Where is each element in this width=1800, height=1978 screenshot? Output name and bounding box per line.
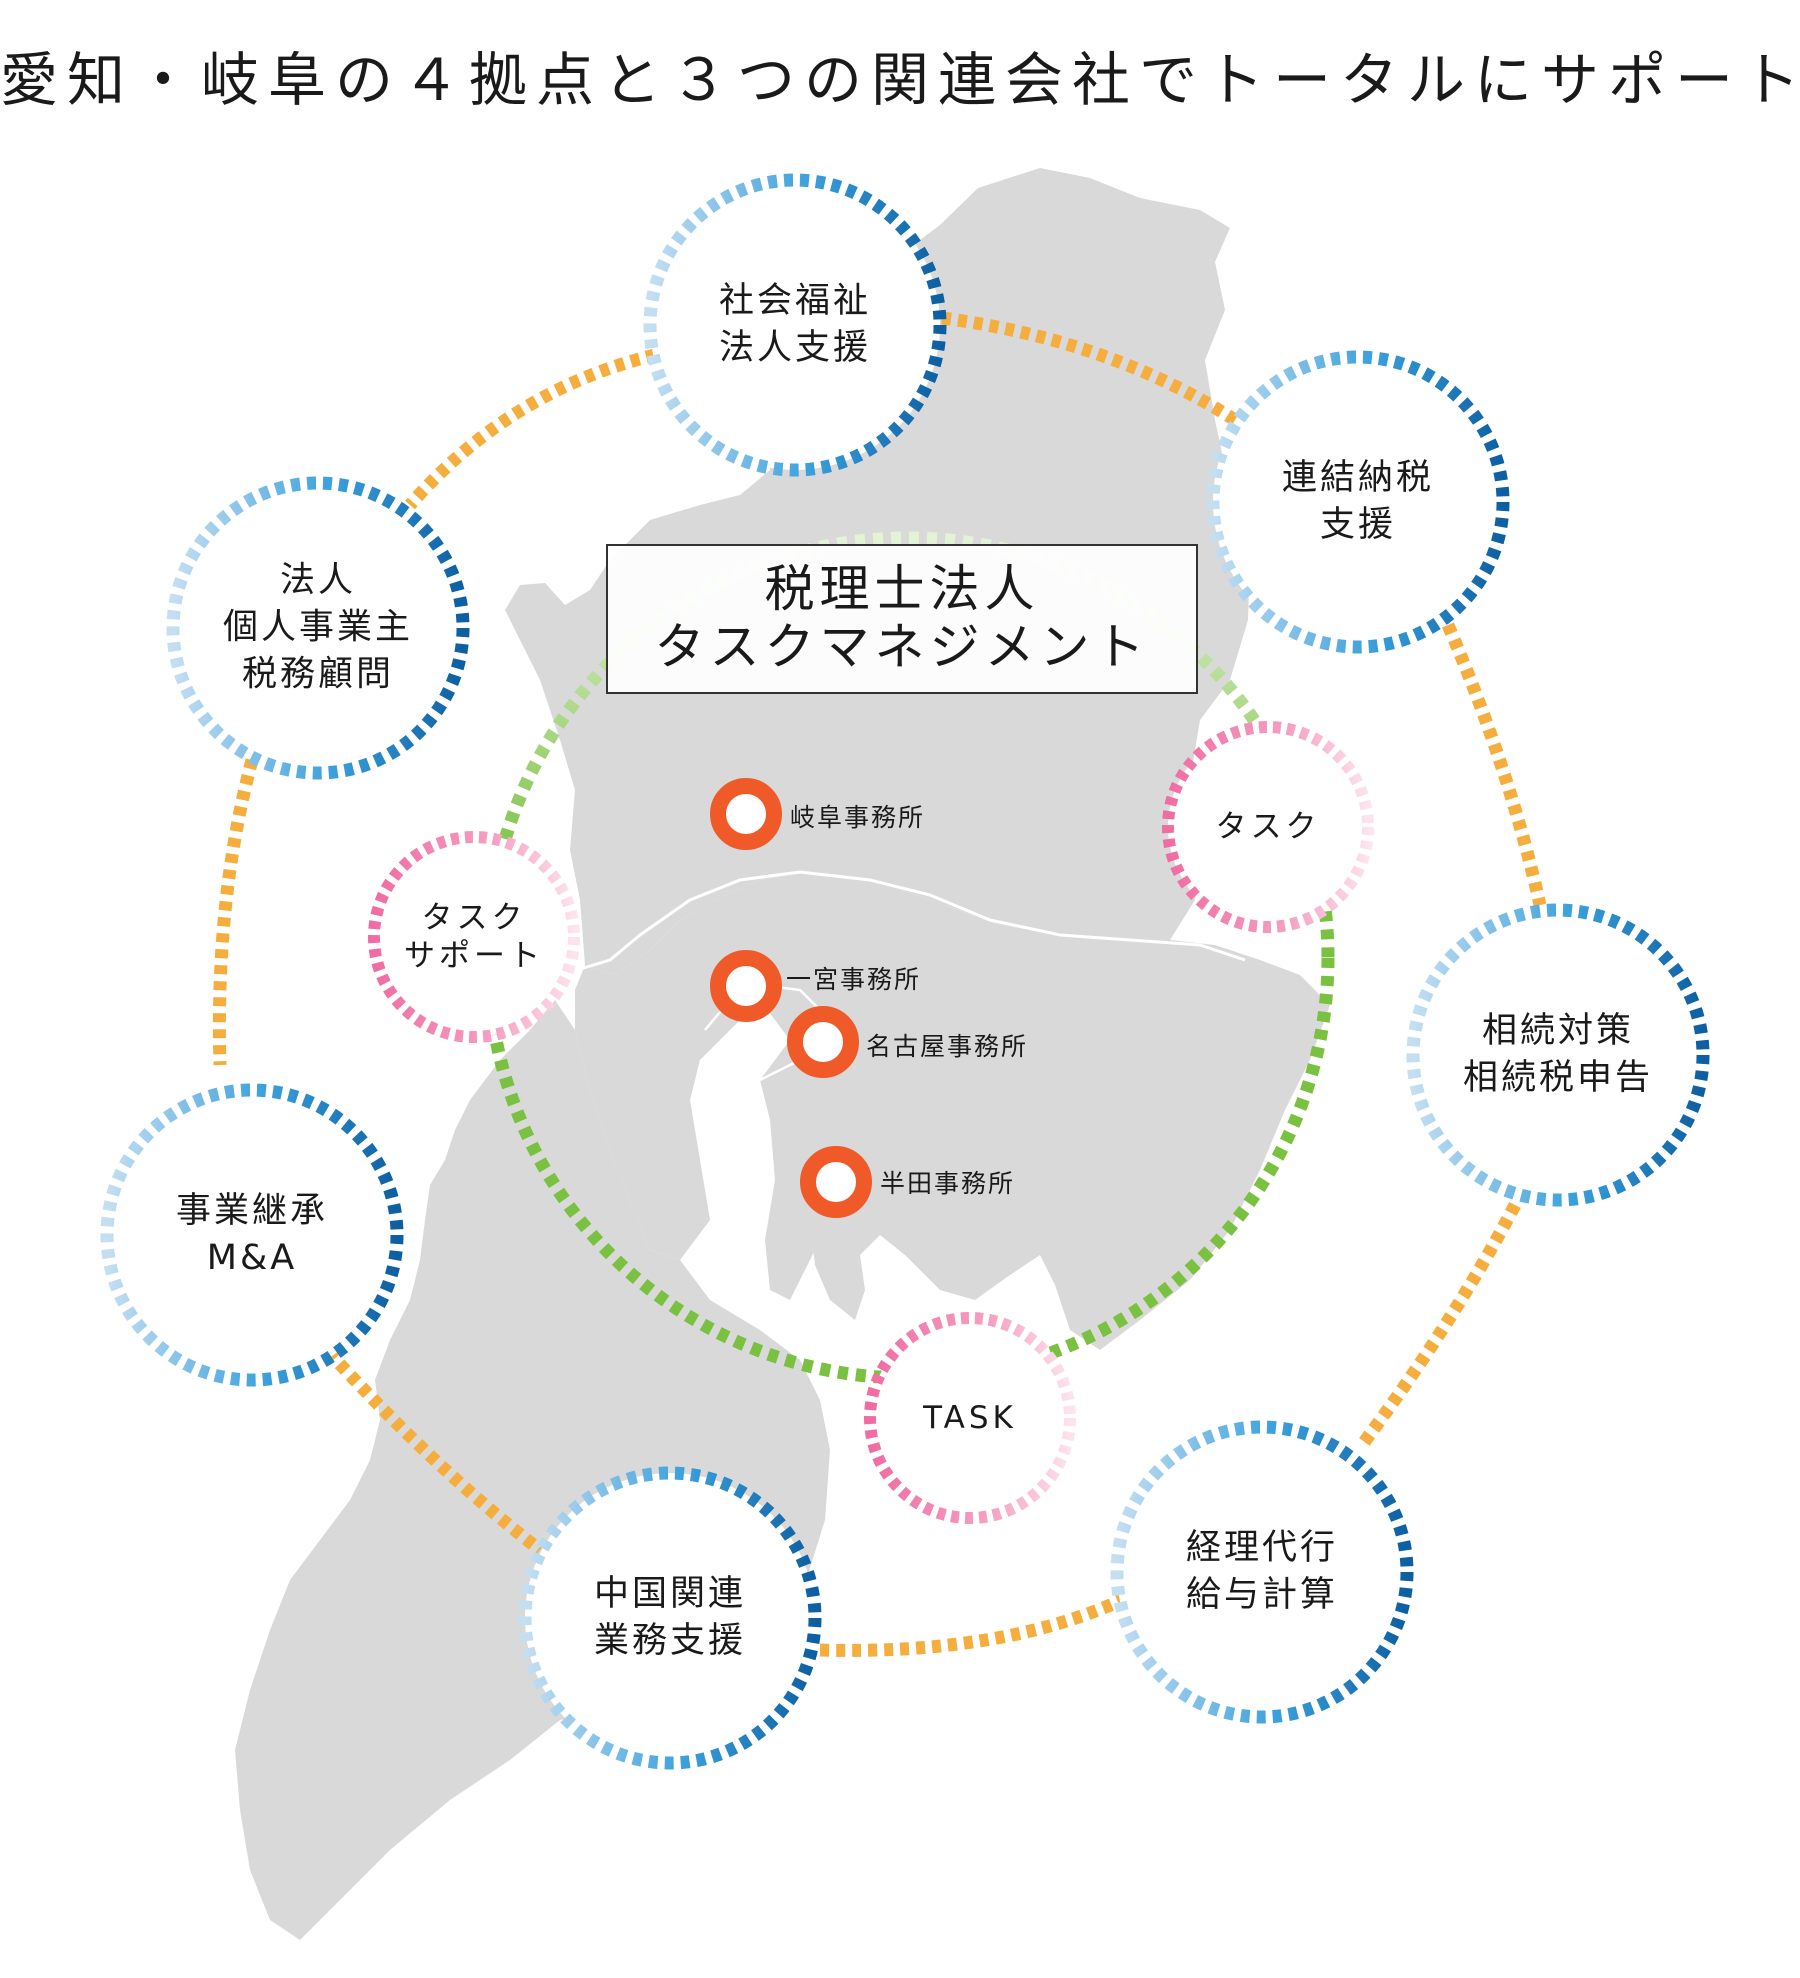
circle-task-jp	[1162, 721, 1374, 933]
circle-task-en	[864, 1312, 1076, 1524]
label-task-support: タスク サポート	[404, 899, 544, 975]
company-name-line2: タスクマネジメント	[654, 618, 1150, 676]
label-line: 中国関連	[593, 1574, 747, 1614]
outer-ring-connections	[212, 311, 1547, 1657]
label-line: 個人事業主	[222, 607, 414, 648]
city-border-2	[699, 1059, 760, 1082]
label-line: 社会福祉	[718, 281, 872, 321]
office-marker-handa	[800, 1146, 872, 1218]
label-line: 経理代行	[1185, 1528, 1339, 1568]
label-corporate-advisor: 法人 個人事業主 税務顧問	[223, 558, 413, 699]
company-name-box: 税理士法人 タスクマネジメント	[606, 544, 1198, 694]
circle-social-welfare	[643, 173, 947, 477]
circle-succession	[100, 1083, 404, 1387]
circle-china	[518, 1466, 822, 1770]
office-label-nagoya: 名古屋事務所	[866, 1032, 1029, 1061]
label-line: M&A	[206, 1238, 298, 1278]
label-line: 連結納税	[1281, 458, 1435, 498]
office-marker-nagoya	[787, 1006, 859, 1078]
label-china: 中国関連 業務支援	[594, 1571, 746, 1665]
connector-corporate-succession	[212, 758, 259, 1066]
label-succession: 事業継承 M&A	[176, 1188, 328, 1282]
office-marker-gifu	[710, 778, 782, 850]
label-accounting: 経理代行 給与計算	[1186, 1525, 1338, 1619]
circle-task-support	[368, 831, 580, 1043]
label-line: 税務顧問	[241, 654, 395, 695]
company-name-line1: 税理士法人	[764, 560, 1040, 618]
label-social-welfare: 社会福祉 法人支援	[719, 278, 871, 372]
label-line: 事業継承	[175, 1191, 329, 1231]
connector-consolidated-inheritance	[1442, 622, 1547, 907]
label-line: TASK	[923, 1400, 1017, 1436]
label-line: 相続税申告	[1462, 1058, 1654, 1098]
chita-peninsula	[760, 1040, 840, 1300]
circle-consolidated-tax	[1206, 350, 1510, 654]
label-line: 相続対策	[1481, 1011, 1635, 1051]
circle-inheritance	[1406, 903, 1710, 1207]
label-task-jp: タスク	[1216, 808, 1321, 846]
office-marker-ichinomiya	[710, 950, 782, 1022]
prefecture-border	[559, 870, 1246, 977]
circle-corporate-advisor	[166, 476, 470, 780]
label-line: 支援	[1319, 505, 1397, 545]
office-label-ichinomiya: 一宮事務所	[786, 965, 922, 994]
label-inheritance: 相続対策 相続税申告	[1463, 1008, 1653, 1102]
connector-welfare-corporate	[405, 348, 657, 510]
label-line: 法人支援	[718, 328, 872, 368]
label-line: 業務支援	[593, 1621, 747, 1661]
page-title: 愛知・岐阜の４拠点と３つの関連会社でトータルにサポート	[0, 46, 1800, 114]
office-label-gifu: 岐阜事務所	[790, 803, 926, 832]
label-line: 法人	[279, 560, 357, 601]
service-circles	[100, 173, 1710, 1770]
label-line: 給与計算	[1185, 1575, 1339, 1615]
connector-succession-china	[313, 1335, 544, 1556]
office-markers	[710, 778, 872, 1218]
connector-welfare-consolidated	[941, 311, 1239, 426]
label-line: タスク	[421, 900, 527, 936]
label-consolidated-tax: 連結納税 支援	[1282, 455, 1434, 549]
office-label-handa: 半田事務所	[880, 1169, 1016, 1198]
label-line: サポート	[404, 938, 544, 974]
group-circles	[368, 721, 1374, 1524]
circle-accounting	[1110, 1420, 1414, 1724]
connector-inheritance-accounting	[1356, 1201, 1521, 1449]
label-line: タスク	[1215, 809, 1321, 845]
label-task-en: TASK	[923, 1399, 1017, 1437]
connector-china-accounting	[819, 1594, 1125, 1657]
mie-region	[235, 1000, 830, 1940]
